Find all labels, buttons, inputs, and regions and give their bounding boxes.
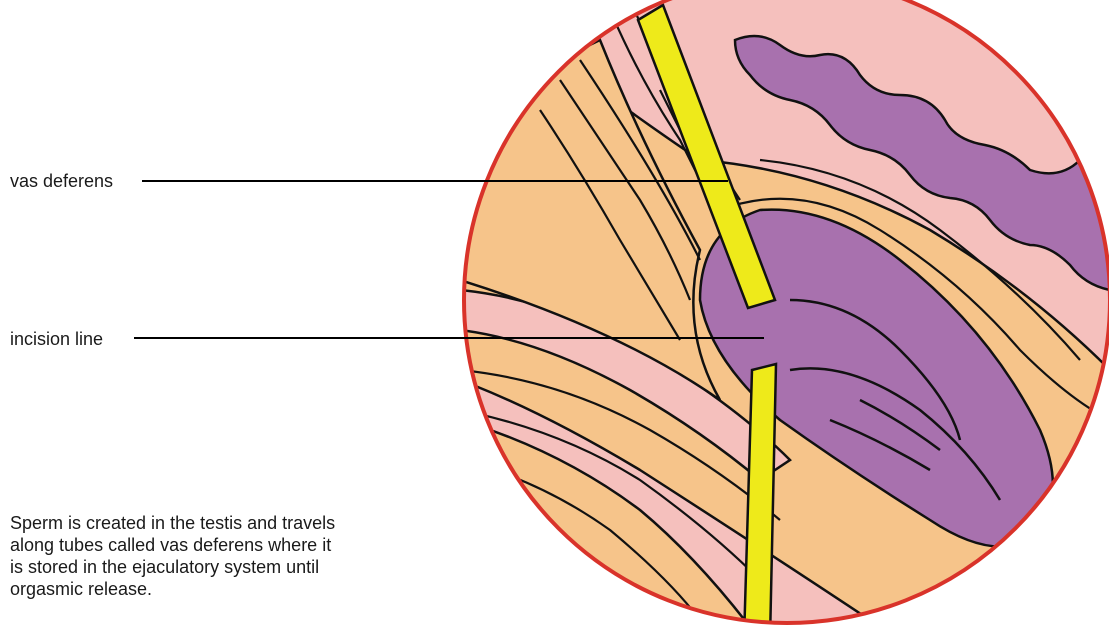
incision-line-label: incision line	[10, 328, 107, 350]
caption-line: Sperm is created in the testis and trave…	[10, 512, 400, 534]
vas-deferens-leader-line	[142, 180, 728, 182]
explanatory-caption: Sperm is created in the testis and trave…	[10, 512, 400, 600]
caption-line: along tubes called vas deferens where it	[10, 534, 400, 556]
incision-leader-line	[134, 337, 764, 339]
caption-line: orgasmic release.	[10, 578, 400, 600]
vas-deferens-label: vas deferens	[10, 170, 117, 192]
caption-line: is stored in the ejaculatory system unti…	[10, 556, 400, 578]
